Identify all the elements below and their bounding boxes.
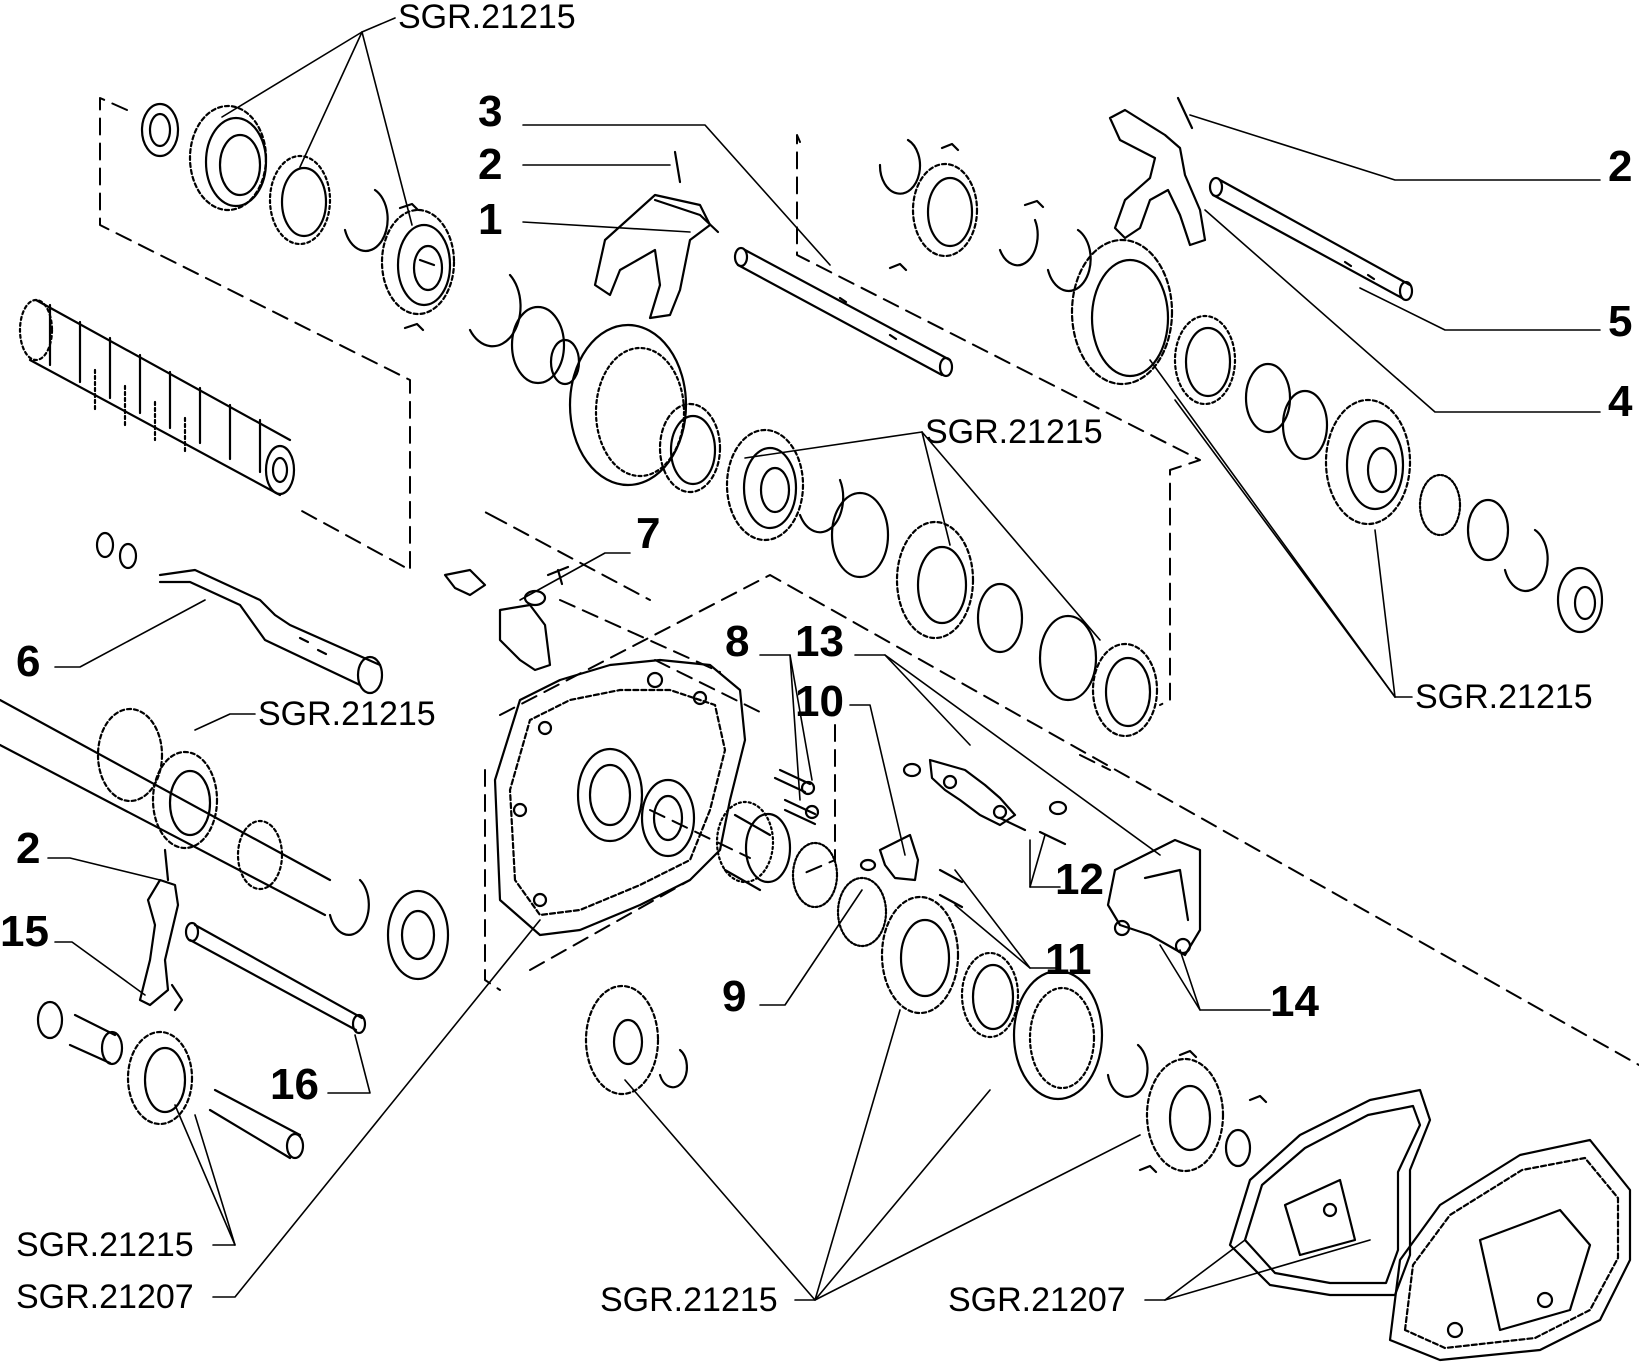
callout-8: 8 — [725, 617, 750, 666]
callout-2-top: 2 — [478, 140, 503, 189]
ref-top: SGR.21215 — [398, 0, 576, 36]
ref-bottom-left-housing: SGR.21207 — [16, 1278, 194, 1316]
callout-11: 11 — [1045, 935, 1092, 984]
callout-5: 5 — [1608, 297, 1633, 346]
small-hardware-8-14 — [773, 758, 1202, 957]
callout-3: 3 — [478, 87, 503, 136]
fork-4-assembly — [1108, 96, 1414, 302]
upper-middle-rings — [468, 273, 1159, 738]
upper-right-cluster — [878, 138, 1604, 634]
item-7-bracket — [443, 565, 570, 672]
callout-12: 12 — [1055, 855, 1104, 904]
callout-14: 14 — [1270, 977, 1319, 1026]
item-6-selector-rod — [95, 531, 384, 695]
callout-9: 9 — [722, 972, 747, 1021]
ref-left: SGR.21215 — [258, 695, 436, 733]
callout-7: 7 — [636, 509, 661, 558]
callout-13: 13 — [795, 617, 844, 666]
callout-15: 15 — [0, 907, 49, 956]
ref-bottom-right: SGR.21207 — [948, 1281, 1126, 1319]
fork-1-assembly — [593, 150, 954, 378]
dashed-group-frames — [99, 97, 1639, 1066]
callout-2-right: 2 — [1608, 142, 1633, 191]
leader-lines — [47, 17, 1601, 1301]
ref-bottom-center: SGR.21215 — [600, 1281, 778, 1319]
ref-bottom-left: SGR.21215 — [16, 1226, 194, 1264]
gearbox-housing — [493, 658, 747, 937]
upper-left-gear-cluster — [140, 102, 456, 332]
callout-2-left: 2 — [16, 824, 41, 873]
lower-left-shaft — [0, 698, 450, 1160]
callout-10: 10 — [795, 677, 844, 726]
upper-main-shaft — [18, 298, 296, 497]
callout-4: 4 — [1608, 377, 1633, 426]
callout-16: 16 — [270, 1060, 319, 1109]
callout-6: 6 — [16, 637, 41, 686]
lower-gear-train — [584, 800, 1268, 1174]
ref-right: SGR.21215 — [1415, 678, 1593, 716]
callout-1: 1 — [478, 195, 503, 244]
end-cover — [1228, 1088, 1632, 1362]
ref-mid: SGR.21215 — [925, 413, 1103, 451]
